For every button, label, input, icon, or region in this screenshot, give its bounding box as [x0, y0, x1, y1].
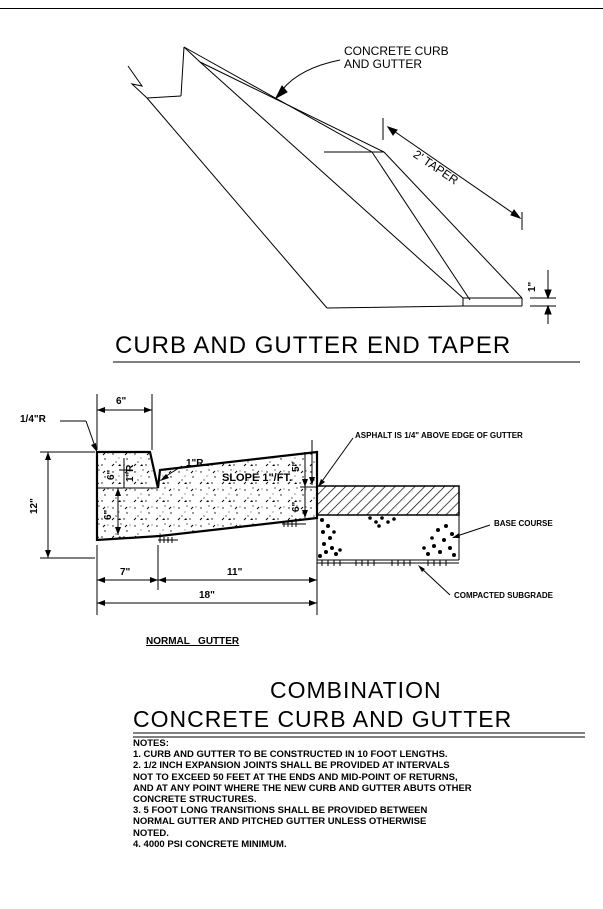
dim-curb-face: 6": [106, 469, 117, 480]
note-line: AND AT ANY POINT WHERE THE NEW CURB AND …: [133, 782, 472, 794]
note-line: 2. 1/2 INCH EXPANSION JOINTS SHALL BE PR…: [133, 760, 450, 772]
notes-block: NOTES: 1. CURB AND GUTTER TO BE CONSTRUC…: [133, 738, 588, 850]
callout-curb-line2: AND GUTTER: [344, 56, 422, 71]
radius-small-label: 1"R: [125, 464, 136, 482]
dim-curb-back: 6": [103, 509, 114, 520]
note-line: NOT TO EXCEED 50 FEET AT THE ENDS AND MI…: [133, 771, 458, 783]
taper-height-label: 1": [527, 281, 538, 292]
dim-total-height: 12": [29, 498, 40, 514]
asphalt-note: ASPHALT IS 1/4" ABOVE EDGE OF GUTTER: [355, 431, 523, 440]
notes-heading: NOTES:: [133, 738, 169, 749]
note-line: NORMAL GUTTER AND PITCHED GUTTER UNLESS …: [133, 816, 427, 828]
dim-top-width: 6": [116, 396, 127, 407]
compacted-subgrade-label: COMPACTED SUBGRADE: [454, 591, 553, 600]
taper-perspective: [127, 46, 556, 324]
curb-section: [40, 394, 491, 615]
dim-gutter-rise: 5": [291, 461, 302, 472]
note-line: NOTED.: [133, 827, 169, 839]
taper-title: CURB AND GUTTER END TAPER: [115, 332, 512, 359]
normal-gutter-subtitle: NORMAL GUTTER: [146, 636, 240, 647]
callout-curb-line1: CONCRETE CURB: [344, 44, 449, 58]
dim-gutter-edge: 6": [291, 501, 302, 512]
base-course-label: BASE COURSE: [494, 519, 553, 528]
note-line: 3. 5 FOOT LONG TRANSITIONS SHALL BE PROV…: [133, 805, 428, 817]
note-line: 4. 4000 PSI CONCRETE MINIMUM.: [133, 838, 287, 850]
top-border-line: [0, 8, 603, 9]
title-line-2: CONCRETE CURB AND GUTTER: [133, 706, 513, 732]
slope-label: SLOPE 1"/FT.: [222, 472, 293, 484]
title-line-1: COMBINATION: [270, 677, 442, 703]
radius-top-label: 1/4"R: [20, 414, 46, 425]
dim-total-width: 18": [199, 590, 215, 601]
note-line: 1. CURB AND GUTTER TO BE CONSTRUCTED IN …: [133, 749, 448, 761]
callout-curb-gutter: CONCRETE CURB AND GUTTER: [344, 45, 449, 70]
note-line: CONCRETE STRUCTURES.: [133, 794, 257, 806]
dim-curb-base: 7": [120, 567, 131, 578]
dim-gutter-width: 11": [227, 567, 243, 578]
radius-flowline-label: 1"R: [186, 458, 204, 469]
